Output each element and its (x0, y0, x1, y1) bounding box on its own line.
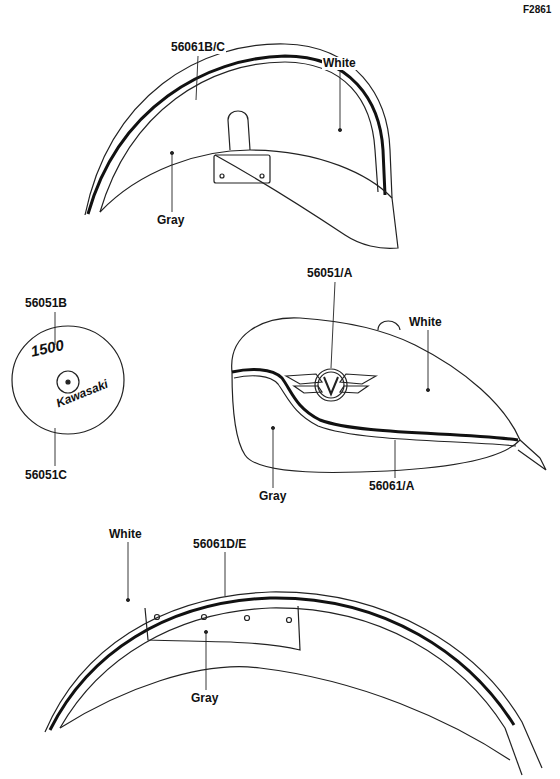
color-label: Gray (156, 214, 185, 227)
color-label: White (322, 57, 357, 70)
color-label: Gray (190, 692, 219, 705)
callout-number: 56051B (24, 297, 68, 310)
figure-code: F2861 (522, 4, 552, 15)
front-fender (85, 44, 398, 248)
callout-number: 56061/A (368, 480, 415, 493)
decal-text: Kawasaki (54, 377, 112, 410)
callout-number: 56061B/C (170, 41, 226, 54)
callout-number: 56061D/E (192, 538, 247, 551)
callout-number: 56051/A (306, 267, 353, 280)
rear-fender (45, 592, 542, 775)
color-label: Gray (258, 490, 287, 503)
wing-emblem (286, 369, 376, 401)
color-label: White (408, 316, 443, 329)
fuel-tank (232, 318, 546, 473)
leader-lines (55, 56, 430, 690)
color-label: White (108, 528, 143, 541)
decal-text: 1500 (28, 337, 66, 360)
emblem-decal (12, 326, 124, 434)
callout-number: 56051C (24, 469, 68, 482)
